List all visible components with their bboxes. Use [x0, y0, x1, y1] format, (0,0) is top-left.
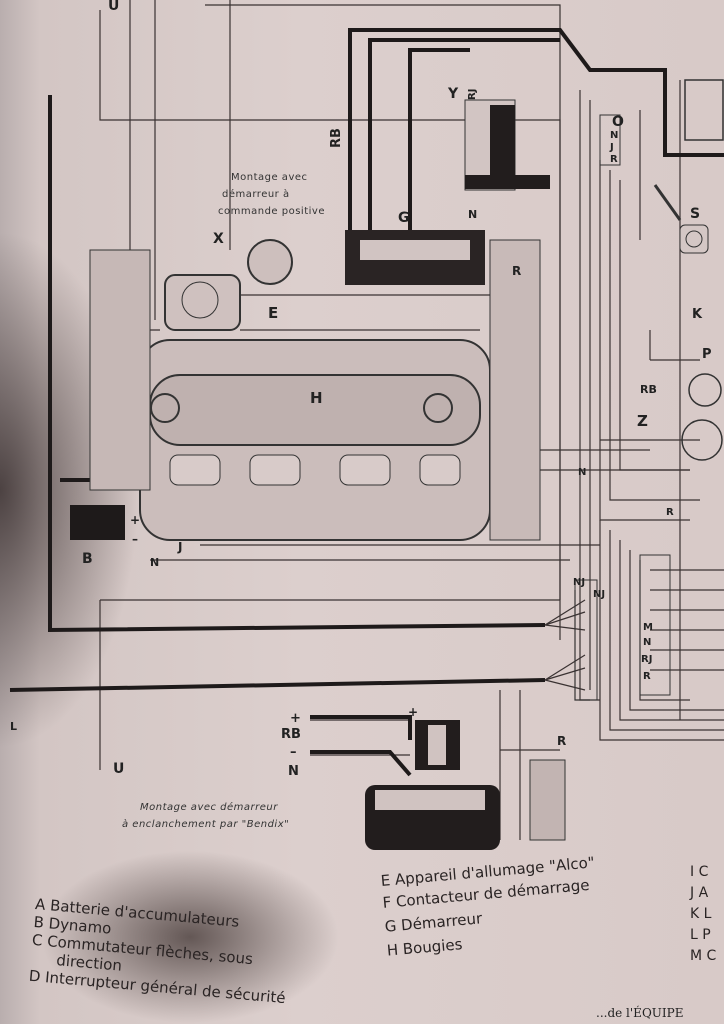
diagram-labels: U U RB Y RJ O N J R S X G N E H R K P RB… [10, 0, 712, 830]
label-n-left: N [150, 556, 159, 569]
label-n-term: N [643, 637, 651, 648]
label-n-bottom: N [288, 764, 299, 779]
caption-bottom-line1: Montage avec démarreur [140, 801, 278, 813]
label-battery-minus: – [132, 532, 138, 546]
label-battery-plus: + [130, 513, 140, 527]
label-nj-a: NJ [573, 577, 585, 588]
caption-top-line1: Montage avec [231, 172, 308, 183]
label-r-right: R [666, 507, 674, 518]
legend-item-m: M C [690, 948, 717, 964]
label-o-j: J [609, 142, 614, 153]
switch-s [653, 184, 709, 254]
heavy-wires [9, 28, 724, 777]
label-j: J [177, 540, 182, 554]
label-e: E [268, 304, 278, 322]
legend-item-j: J A [690, 885, 709, 901]
terminal-blocks [574, 114, 671, 701]
legend-item-i: I C [690, 864, 709, 880]
label-h: H [310, 389, 323, 407]
thin-wires [99, 0, 724, 840]
label-rb-top: RB [329, 128, 344, 148]
label-rb-right: RB [640, 383, 657, 396]
starter-motor-top [345, 230, 485, 285]
label-minus: – [290, 745, 297, 760]
label-plus-1: + [290, 711, 301, 726]
label-m: M [643, 622, 653, 633]
label-l: L [10, 720, 17, 733]
label-k: K [692, 307, 703, 322]
legend-middle: E Appareil d'allumage "Alco" F Contacteu… [380, 853, 601, 959]
label-z: Z [637, 412, 648, 430]
label-r-mid: R [512, 264, 521, 278]
label-b: B [82, 551, 93, 567]
label-o: O [612, 114, 624, 130]
legend-item-l: L P [690, 927, 711, 943]
label-p: P [702, 347, 712, 362]
caption-bottom-line2: à enclanchement par "Bendix" [122, 818, 289, 830]
caption-top-line3: commande positive [218, 206, 325, 217]
label-r-bottom: R [557, 734, 566, 748]
battery-b [70, 505, 125, 540]
engine-block [89, 239, 541, 541]
label-n-top: N [468, 208, 477, 221]
label-nj-b: NJ [593, 589, 605, 600]
label-y: Y [447, 86, 459, 102]
label-o-n: N [610, 130, 618, 141]
regulator-y [464, 99, 550, 191]
label-n-right: N [578, 467, 586, 478]
label-rb-bottom: RB [281, 727, 301, 742]
label-u-top: U [108, 0, 119, 14]
label-s: S [690, 206, 700, 222]
caption-top-line2: démarreur à [222, 188, 290, 200]
label-rj-top: RJ [467, 89, 478, 100]
page-footer: ...de l'ÉQUIPE [596, 1006, 684, 1020]
label-r-term: R [643, 671, 651, 682]
label-g: G [398, 210, 410, 226]
gauges [681, 79, 724, 461]
starter-bendix [365, 720, 566, 850]
label-u-bottom: U [113, 761, 124, 777]
legend-item-k: K L [690, 906, 712, 922]
legend-right: I C J A K L L P M C [690, 862, 722, 967]
distributor-e [164, 239, 293, 331]
label-o-r: R [610, 154, 618, 165]
hand-shadow-lower [40, 850, 340, 1024]
label-rj-term: RJ [641, 654, 652, 665]
label-plus-2: + [408, 705, 418, 719]
label-x: X [213, 231, 224, 247]
